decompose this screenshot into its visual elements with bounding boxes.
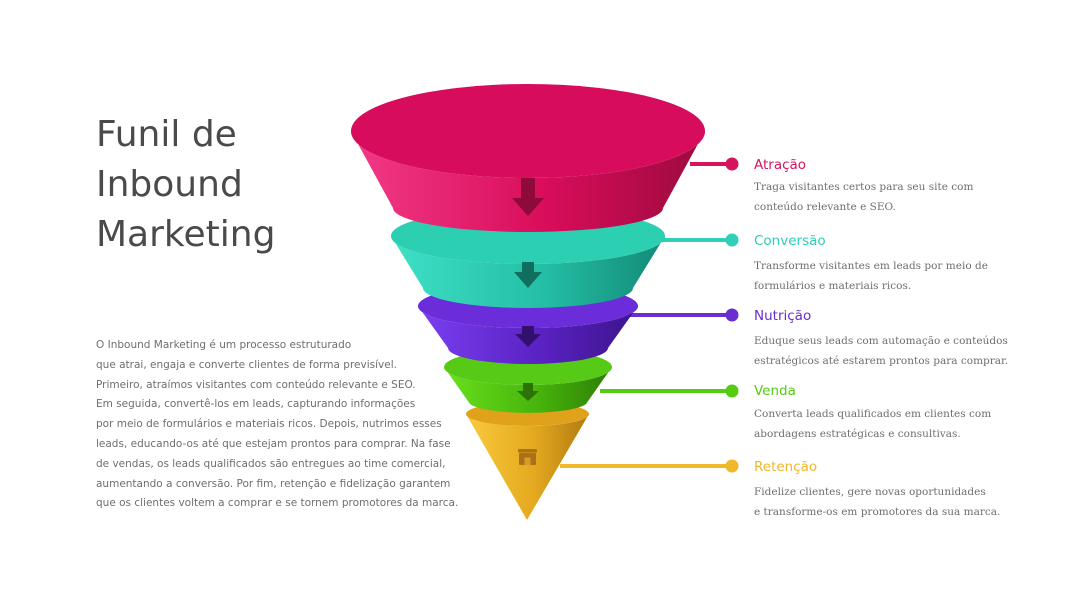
- intro-line: Em seguida, convertê-los em leads, captu…: [96, 398, 416, 411]
- stage-label-atracao: Atração: [754, 157, 807, 173]
- arrow-down-icon: [512, 178, 544, 216]
- stage-description-atracao: Traga visitantes certos para seu site co…: [754, 177, 973, 217]
- funnel-tier-atracao: [351, 84, 705, 232]
- intro-line: aumentando a conversão. Por fim, retençã…: [96, 477, 451, 490]
- stage-description-venda: Converta leads qualificados em clientes …: [754, 404, 991, 444]
- title-line: Inbound: [96, 164, 243, 205]
- stage-description-line: e transforme-os em promotores da sua mar…: [754, 506, 1001, 518]
- connector-dot-retencao: [725, 459, 739, 473]
- stage-description-conversao: Transforme visitantes em leads por meio …: [754, 256, 988, 296]
- connector-dot-atracao: [725, 157, 739, 171]
- arrow-down-icon: [514, 262, 542, 288]
- stage-description-line: Eduque seus leads com automação e conteú…: [754, 335, 1008, 347]
- stage-label-venda: Venda: [754, 383, 796, 399]
- stage-description-line: conteúdo relevante e SEO.: [754, 201, 896, 213]
- funnel-tier-retencao: [466, 402, 589, 520]
- intro-line: de vendas, os leads qualificados são ent…: [96, 457, 446, 470]
- arrow-down-icon: [517, 383, 539, 401]
- stage-label-conversao: Conversão: [754, 233, 826, 249]
- title-line: Marketing: [96, 214, 276, 255]
- stage-description-line: Converta leads qualificados em clientes …: [754, 408, 992, 420]
- intro-line: leads, educando-os até que estejam pront…: [96, 437, 451, 450]
- arrow-down-icon: [515, 326, 541, 347]
- intro-line: que atrai, engaja e converte clientes de…: [96, 358, 397, 371]
- intro-paragraph: O Inbound Marketing é um processo estrut…: [96, 336, 459, 514]
- connectors: [560, 157, 739, 473]
- stage-description-line: abordagens estratégicas e consultivas.: [754, 428, 961, 440]
- intro-line: Primeiro, atraímos visitantes com conteú…: [96, 378, 416, 391]
- intro-line: O Inbound Marketing é um processo estrut…: [96, 339, 352, 351]
- connector-dot-conversao: [725, 233, 739, 247]
- stage-label-retencao: Retenção: [754, 459, 818, 475]
- stage-description-nutricao: Eduque seus leads com automação e conteú…: [754, 331, 1008, 371]
- store-icon: [518, 449, 537, 465]
- stage-description-line: Fidelize clientes, gere novas oportunida…: [754, 486, 986, 498]
- stage-description-retencao: Fidelize clientes, gere novas oportunida…: [754, 482, 1000, 522]
- stage-description-line: Traga visitantes certos para seu site co…: [754, 181, 974, 193]
- stage-description-line: estratégicos até estarem prontos para co…: [754, 355, 1009, 367]
- stage-label-nutricao: Nutrição: [754, 308, 812, 324]
- title-line: Funil de: [96, 114, 237, 155]
- stage-description-line: formulários e materiais ricos.: [754, 280, 912, 292]
- intro-line: que os clientes voltem a comprar e se to…: [96, 497, 459, 510]
- stage-description-line: Transforme visitantes em leads por meio …: [754, 260, 988, 272]
- intro-line: por meio de formulários e materiais rico…: [96, 418, 442, 431]
- connector-dot-nutricao: [725, 308, 739, 322]
- connector-dot-venda: [725, 384, 739, 398]
- page-title: Funil de Inbound Marketing: [96, 110, 275, 260]
